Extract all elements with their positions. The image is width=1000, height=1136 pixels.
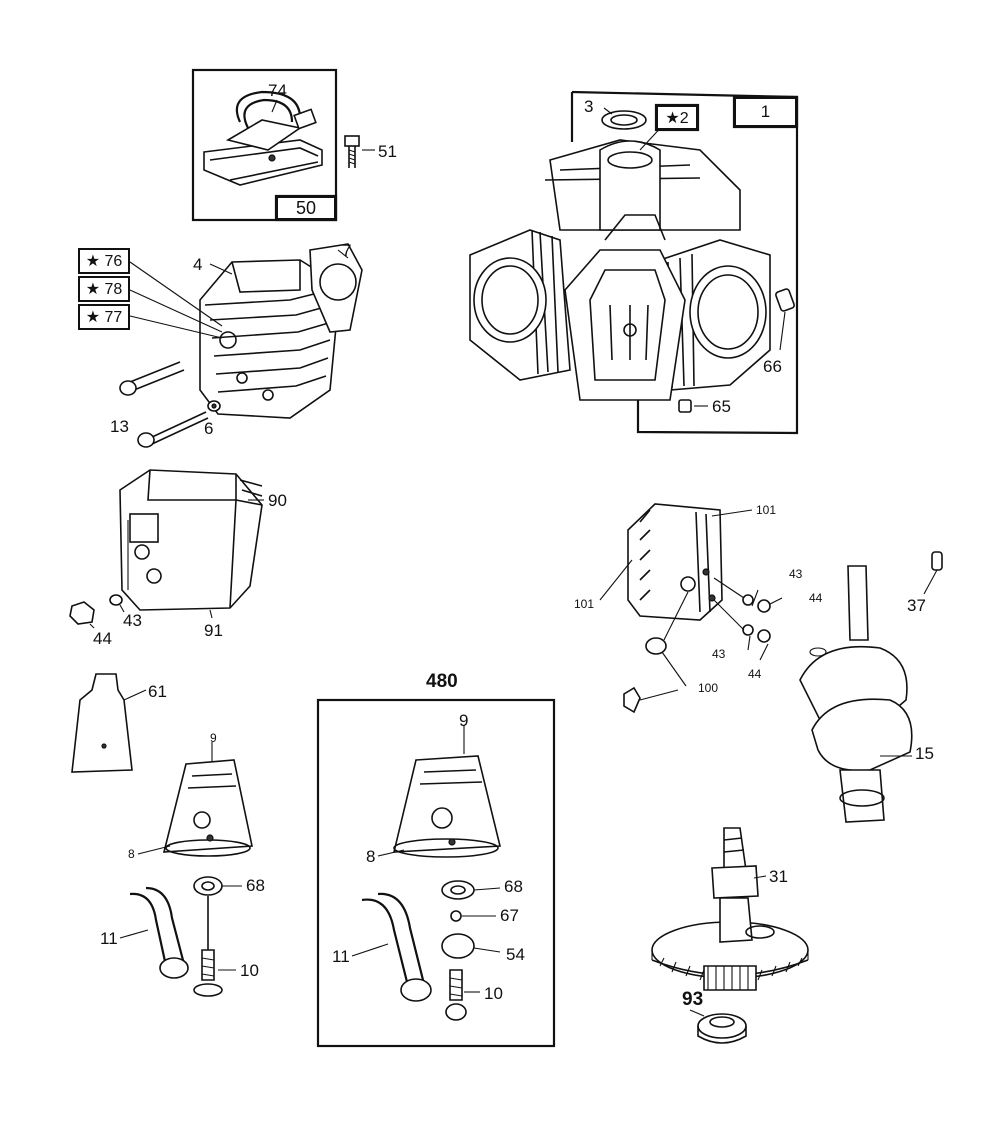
callout-6: 6 <box>204 419 214 438</box>
box-label-1: 1 <box>734 97 797 127</box>
callout-11-kit: 11 <box>332 947 350 966</box>
callout-67: 67 <box>500 906 519 925</box>
callout-91: 91 <box>204 621 223 640</box>
ignition-module-box <box>191 68 338 222</box>
callout-43-right-bottom: 43 <box>712 647 726 661</box>
valve-cover-left <box>69 469 264 629</box>
callout-44-right-top: 44 <box>809 591 823 605</box>
engine-block <box>469 107 795 413</box>
callout-74: 74 <box>268 81 287 100</box>
breather-set-left <box>119 742 253 997</box>
callout-10-kit: 10 <box>484 984 503 1003</box>
callout-61: 61 <box>148 682 167 701</box>
box-label-star-2: ★2 <box>656 105 698 130</box>
oil-bottle <box>71 673 147 773</box>
cylinder-head <box>129 243 363 419</box>
callout-44-right-bottom: 44 <box>748 667 762 681</box>
box-label-star-76: ★ 76 <box>78 248 130 274</box>
callout-8-left: 8 <box>128 847 135 861</box>
callout-68-kit: 68 <box>504 877 523 896</box>
callout-11-left: 11 <box>100 929 118 948</box>
callout-90: 90 <box>268 491 287 510</box>
bolt-51 <box>344 135 375 168</box>
camshaft-gear <box>651 827 809 1044</box>
callout-44-left: 44 <box>93 629 112 648</box>
crankshaft <box>799 551 943 823</box>
head-bolts <box>119 361 221 448</box>
callout-100: 100 <box>698 681 719 695</box>
kit-label-480: 480 <box>426 671 458 692</box>
callout-15: 15 <box>915 744 934 763</box>
box-label-star-78: ★ 78 <box>78 276 130 302</box>
callout-3: 3 <box>584 97 594 116</box>
callout-13: 13 <box>110 417 129 436</box>
callout-31: 31 <box>769 867 788 886</box>
box-label-50: 50 <box>276 196 336 220</box>
box-label-star-77: ★ 77 <box>78 304 130 330</box>
callout-43-left: 43 <box>123 611 142 630</box>
callout-9-kit: 9 <box>459 711 469 730</box>
callout-101-top: 101 <box>756 503 777 517</box>
callout-93: 93 <box>682 989 704 1010</box>
callout-101-left: 101 <box>574 597 595 611</box>
callout-51: 51 <box>378 142 397 161</box>
callout-4: 4 <box>193 255 203 274</box>
callout-9-left: 9 <box>210 731 217 745</box>
callout-43-right-top: 43 <box>789 567 803 581</box>
callout-54: 54 <box>506 945 525 964</box>
callout-7: 7 <box>342 241 352 260</box>
callout-37: 37 <box>907 596 926 615</box>
callout-68-left: 68 <box>246 876 265 895</box>
callout-65: 65 <box>712 397 731 416</box>
callout-10-left: 10 <box>240 961 259 980</box>
breather-kit-box <box>316 698 556 1048</box>
callout-8-kit: 8 <box>366 847 376 866</box>
callout-66: 66 <box>763 357 782 376</box>
valve-cover-right <box>599 503 783 714</box>
